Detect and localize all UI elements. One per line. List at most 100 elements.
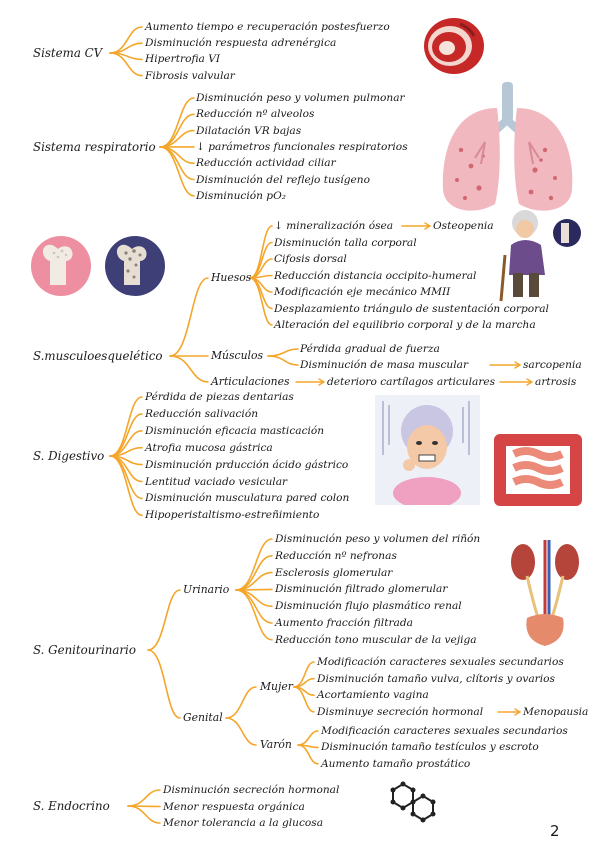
group-label-huesos: Huesos xyxy=(211,271,252,284)
healthy-bone-icon xyxy=(31,236,91,296)
branch-item: deterioro cartílagos articulares xyxy=(327,376,496,388)
branch-item: Atrofia mucosa gástrica xyxy=(145,441,273,454)
branch-item: Reducción salivación xyxy=(145,407,259,420)
connector-digestivo xyxy=(109,455,143,500)
system-label-musculoesqueletico: S.musculoesquelético xyxy=(33,349,163,363)
branch-item: Disminución prducción ácido gástrico xyxy=(145,458,349,471)
connector-respiratorio xyxy=(159,146,195,197)
connector-genitourinario xyxy=(147,589,181,651)
branch-item: Fibrosis valvular xyxy=(145,69,235,82)
arrow-articulaciones xyxy=(295,378,326,386)
branch-item: Desplazamiento triángulo de sustentación… xyxy=(274,302,549,315)
connector-genital xyxy=(225,717,257,746)
connector-musculos xyxy=(267,355,299,366)
branch-item: Disminución talla corporal xyxy=(274,236,417,249)
branch-item: Lentitud vaciado vesicular xyxy=(145,475,288,488)
connector-urinario xyxy=(235,589,273,624)
system-label-genitourinario: S. Genitourinario xyxy=(33,643,136,657)
branch-item: Reducción nº nefronas xyxy=(275,549,397,562)
system-label-endocrino: S. Endocrino xyxy=(33,799,110,813)
connector-digestivo xyxy=(109,413,143,457)
branch-item: Modificación caracteres sexuales secunda… xyxy=(317,656,564,668)
group-label-genital: Genital xyxy=(183,711,223,724)
connector-huesos xyxy=(249,277,273,310)
connector-digestivo xyxy=(109,455,143,517)
molecule-structure-icon xyxy=(390,781,436,823)
connector-genital xyxy=(225,686,257,719)
connector-huesos xyxy=(249,277,273,326)
group-label-musculos: Músculos xyxy=(211,349,264,362)
connector-musculoesqueletico xyxy=(169,277,209,357)
branch-item: Reducción tono muscular de la vejiga xyxy=(275,633,477,646)
connector-varon xyxy=(297,730,319,746)
connector-musculos xyxy=(267,348,299,357)
branch-item: Disminución filtrado glomerular xyxy=(275,583,448,596)
connector-digestivo xyxy=(109,396,143,457)
group-label-urinario: Urinario xyxy=(183,583,230,596)
page-number: 2 xyxy=(550,822,560,840)
intestine-icon xyxy=(494,434,582,506)
arrow-menopausia xyxy=(497,708,522,716)
system-label-digestivo: S. Digestivo xyxy=(33,449,105,463)
connector-musculoesqueletico xyxy=(169,355,209,383)
branch-item: Pérdida de piezas dentarias xyxy=(145,391,294,403)
subgroup-label-mujer: Mujer xyxy=(260,680,293,693)
connector-endocrino xyxy=(127,805,161,824)
branch-item: Disminución peso y volumen pulmonar xyxy=(196,92,405,104)
branch-item: Reducción actividad ciliar xyxy=(196,157,336,170)
branch-item: Dilatación VR bajas xyxy=(196,124,302,137)
branch-item: Aumento tamaño prostático xyxy=(321,757,471,770)
elderly-woman-toothache-icon xyxy=(375,395,480,505)
subgroup-label-varon: Varón xyxy=(260,738,292,751)
connector-cv xyxy=(109,52,143,77)
arrow-sarcopenia xyxy=(489,361,522,369)
branch-item: Aumento fracción filtrada xyxy=(275,617,413,629)
branch-item: Menor respuesta orgánica xyxy=(163,800,305,813)
branch-item: Modificación caracteres sexuales secunda… xyxy=(321,725,568,737)
connector-genitourinario xyxy=(147,649,181,719)
branch-item: Disminuye secreción hormonal xyxy=(317,705,484,718)
branch-item: Acortamiento vagina xyxy=(317,689,429,702)
branch-item: ↓ parámetros funcionales respiratorios xyxy=(196,140,408,153)
branch-item: Disminución del reflejo tusígeno xyxy=(196,173,370,186)
branch-item: Reducción distancia occipito-humeral xyxy=(274,269,477,282)
branch-item: Aumento tiempo e recuperación postesfuer… xyxy=(145,21,390,33)
result-sarcopenia: sarcopenia xyxy=(523,359,582,371)
branch-item: Pérdida gradual de fuerza xyxy=(300,343,440,355)
branch-item: Disminución de masa muscular xyxy=(300,359,469,371)
branch-item: Modificación eje mecánico MMII xyxy=(274,286,451,298)
branch-item: Hipertrofia VI xyxy=(145,53,221,66)
arrow-artrosis xyxy=(499,378,534,386)
branch-item: Cifosis dorsal xyxy=(274,253,347,265)
connector-endocrino xyxy=(127,789,161,807)
branch-item: Menor tolerancia a la glucosa xyxy=(163,817,324,829)
connector-mujer xyxy=(293,686,315,713)
result-menopausia: Menopausia xyxy=(523,706,589,718)
elderly-woman-with-cane-icon xyxy=(499,210,581,302)
branch-item: Disminución tamaño testículos y escroto xyxy=(321,741,539,754)
connector-urinario xyxy=(235,589,273,641)
branch-item: Disminución flujo plasmático renal xyxy=(275,600,462,613)
branch-item: Disminución secreción hormonal xyxy=(163,784,340,796)
branch-item: Disminución eficacia masticación xyxy=(145,424,325,437)
lungs-icon xyxy=(442,82,573,211)
branch-item: Disminución pO₂ xyxy=(196,189,287,202)
group-label-articulaciones: Articulaciones xyxy=(211,375,290,388)
branch-item: Disminución musculatura pared colon xyxy=(145,492,350,505)
result-osteopenia: Osteopenia xyxy=(433,220,494,232)
system-label-respiratorio: Sistema respiratorio xyxy=(33,140,156,154)
branch-item: Reducción nº alveolos xyxy=(196,108,315,121)
connector-varon xyxy=(297,744,319,765)
branch-item: ↓ mineralización ósea xyxy=(274,220,394,232)
branch-item: Alteración del equilibrio corporal y de … xyxy=(274,319,536,331)
osteoporotic-bone-icon xyxy=(105,236,165,296)
branch-item: Hipoperistaltismo-estreñimiento xyxy=(145,509,320,522)
heart-cross-section-icon xyxy=(424,18,484,74)
branch-item: Disminución peso y volumen del riñón xyxy=(275,533,481,545)
arrow-osteopenia xyxy=(401,222,432,230)
branch-item: Esclerosis glomerular xyxy=(275,566,393,579)
system-label-cv: Sistema CV xyxy=(33,46,103,60)
urinary-tract-icon xyxy=(511,540,579,646)
branch-item: Disminución respuesta adrenérgica xyxy=(145,37,337,50)
